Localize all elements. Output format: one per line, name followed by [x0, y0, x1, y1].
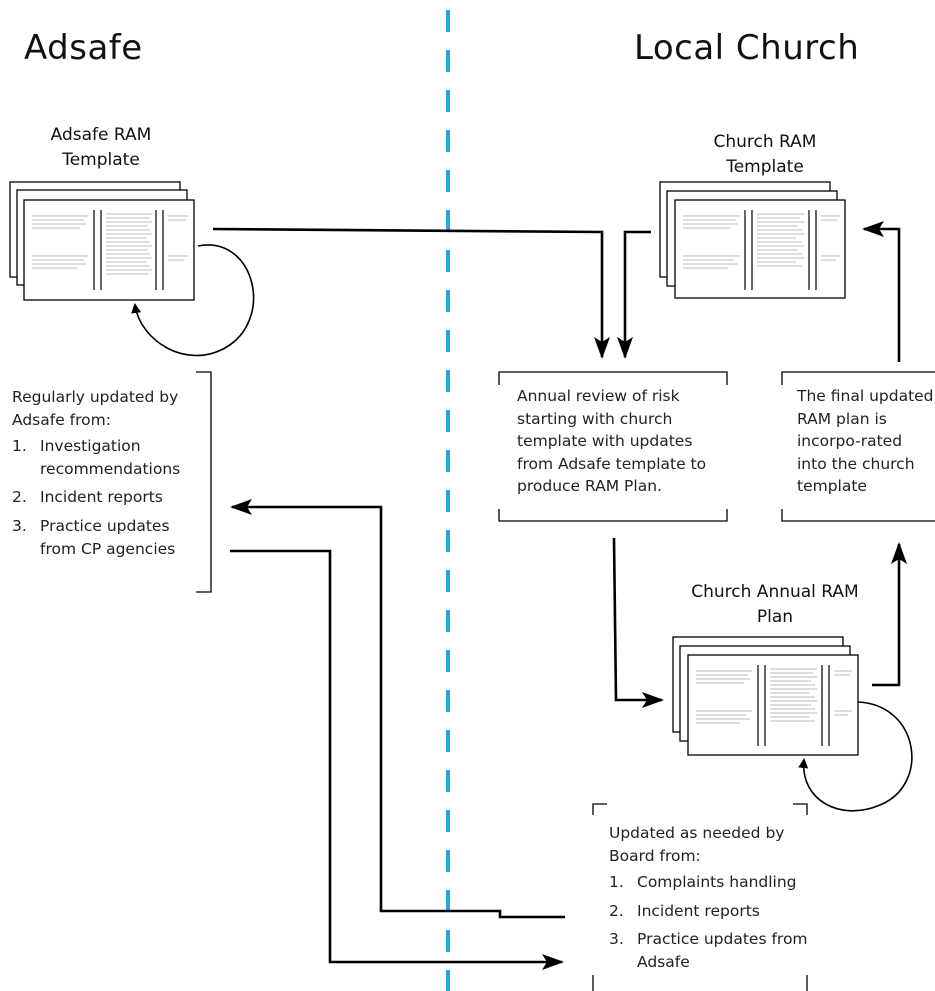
- list-item: 1.Investigation recommendations: [12, 437, 181, 478]
- board-box-bracket: [592, 803, 808, 991]
- church-template-title: Church RAM Template: [713, 132, 817, 177]
- local-church-heading: Local Church: [634, 28, 860, 68]
- board-box-intro: Updated as needed by Board from:: [609, 824, 785, 865]
- review-to-plan-arrow: [612, 537, 664, 708]
- board-source-list: 1.Complaints handling 2.Incident reports…: [609, 871, 809, 973]
- adsafe-source-list: 1.Investigation recommendations 2.Incide…: [12, 435, 207, 560]
- list-item: 1.Complaints handling: [609, 873, 797, 892]
- adsafe-heading: Adsafe: [24, 28, 143, 68]
- church-plan-title: Church Annual RAM Plan: [691, 582, 859, 627]
- church-template-to-review-arrow: [617, 230, 651, 359]
- review-box-bracket: [498, 371, 728, 522]
- adsafe-box-bracket: [196, 371, 212, 593]
- plan-to-final-arrow: [872, 542, 907, 687]
- annual-review-box: Annual review of risk starting with chur…: [517, 387, 707, 496]
- board-update-box: Updated as needed by Board from: 1.Compl…: [609, 822, 809, 980]
- church-plan-document-icon: [672, 636, 859, 756]
- list-item: 2.Incident reports: [12, 488, 163, 507]
- final-box-bracket: [781, 371, 935, 522]
- plan-self-loop-arrow: [798, 701, 913, 812]
- adsafe-update-box: Regularly updated by Adsafe from: 1.Inve…: [12, 386, 207, 566]
- adsafe-self-loop-arrow: [131, 244, 255, 357]
- list-item: 3.Practice updates from Adsafe: [609, 930, 808, 971]
- church-template-document-icon: [659, 181, 846, 299]
- adsafe-template-document-icon: [9, 181, 195, 301]
- adsafe-box-intro: Regularly updated by Adsafe from:: [12, 388, 179, 429]
- board-to-adsafe-arrow: [230, 499, 565, 919]
- final-to-church-template-arrow: [862, 221, 901, 362]
- adsafe-to-board-arrow: [230, 549, 564, 970]
- final-plan-box: The final updated RAM plan is incorpo-ra…: [797, 387, 934, 496]
- adsafe-to-review-arrow: [212, 227, 610, 359]
- adsafe-template-title: Adsafe RAM Template: [50, 125, 152, 170]
- list-item: 2.Incident reports: [609, 901, 760, 920]
- list-item: 3.Practice updates from CP agencies: [12, 516, 176, 558]
